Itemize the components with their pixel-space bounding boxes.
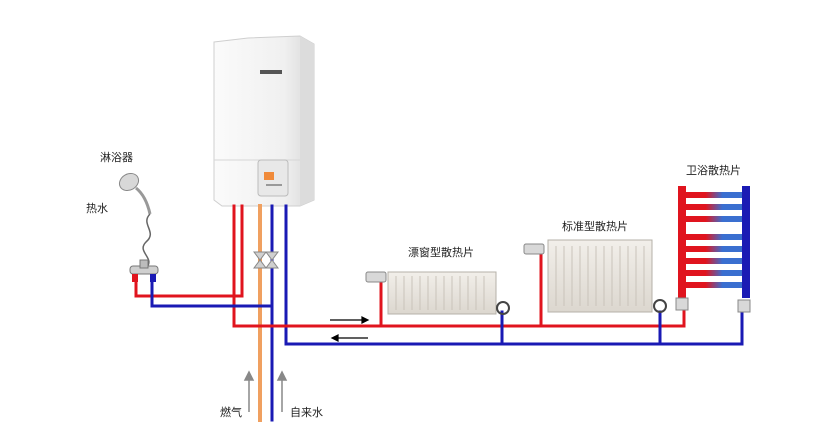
shower-label: 淋浴器 — [100, 151, 133, 164]
inlet-arrows — [243, 370, 288, 412]
window-radiator-return-valve — [496, 301, 510, 315]
boiler-display — [264, 172, 274, 180]
standard-radiator-valve — [523, 243, 545, 255]
hot-water-label: 热水 — [86, 202, 108, 215]
standard-radiator — [523, 239, 667, 313]
shower-mixer-valve — [129, 259, 159, 282]
bathroom-radiator-valve — [675, 297, 689, 311]
tap-water-label: 自来水 — [290, 406, 323, 419]
bathroom-radiator-label: 卫浴散热片 — [686, 164, 741, 177]
return-main — [284, 308, 744, 346]
gas-inlet-arrow — [243, 370, 255, 381]
window-radiator-label: 漂窗型散热片 — [408, 246, 474, 259]
pipe-valves — [253, 251, 279, 269]
bathroom-radiator-return-valve — [737, 299, 751, 313]
window-radiator — [365, 271, 510, 315]
gas-label: 燃气 — [220, 406, 242, 419]
bathroom-radiator — [675, 186, 751, 313]
wall-boiler — [213, 35, 315, 207]
return-flow-arrow — [330, 334, 339, 342]
shower-branch — [134, 278, 274, 308]
tap-water-inlet-arrow — [276, 370, 288, 381]
standard-radiator-return-valve — [653, 299, 667, 313]
window-radiator-valve — [365, 271, 387, 283]
boiler-logo-plate — [260, 70, 282, 74]
boiler-pipes — [232, 204, 288, 422]
towel-rail-bars — [686, 192, 742, 288]
supply-flow-arrow — [361, 316, 370, 324]
standard-radiator-label: 标准型散热片 — [562, 220, 628, 233]
flow-arrows — [330, 316, 370, 342]
shower-head — [118, 172, 152, 269]
